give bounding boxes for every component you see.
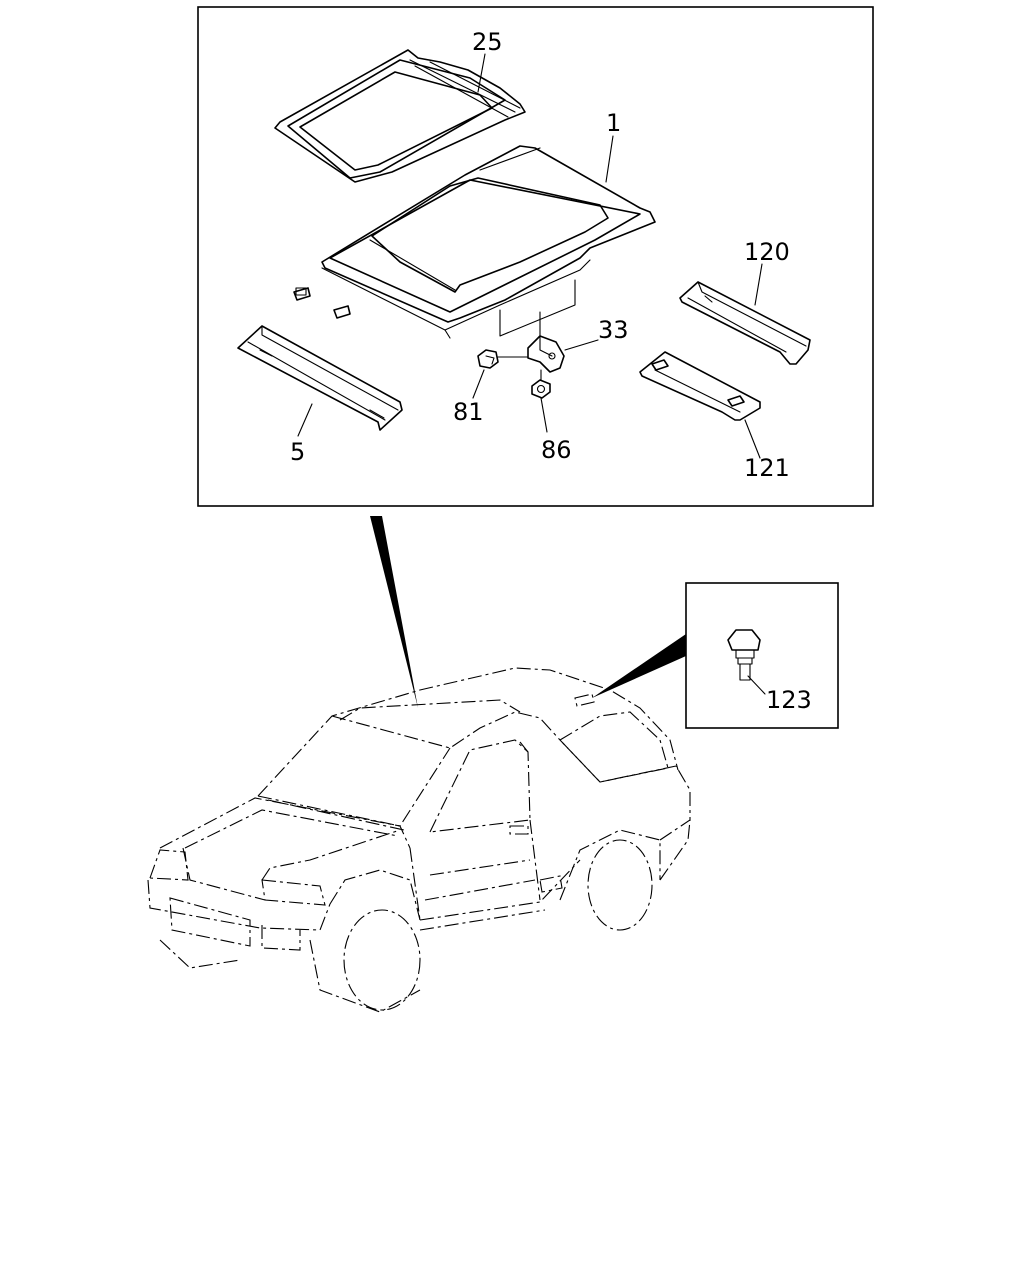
rail-121-part — [639, 351, 761, 421]
rail-120-part — [679, 281, 811, 365]
leader-lines — [297, 53, 766, 695]
nut-part — [531, 369, 551, 399]
callout-33: 33 — [598, 316, 629, 344]
callout-81: 81 — [453, 398, 484, 426]
roof-panel-part — [321, 145, 656, 339]
sunroof-frame-part — [274, 49, 526, 183]
callout-25: 25 — [472, 28, 503, 56]
bracket-part — [527, 311, 565, 373]
clip-detail-frame — [685, 582, 839, 729]
callout-123: 123 — [766, 686, 812, 714]
callout-1: 1 — [606, 109, 621, 137]
bolt-part — [477, 349, 529, 369]
pointer-wedge-clip — [592, 634, 686, 698]
clip-part — [727, 629, 761, 681]
detail-frame — [197, 6, 874, 507]
callout-86: 86 — [541, 436, 572, 464]
callout-120: 120 — [744, 238, 790, 266]
vehicle-drawing — [147, 667, 691, 1013]
callout-121: 121 — [744, 454, 790, 482]
roof-bow-part — [237, 287, 403, 431]
callout-5: 5 — [290, 438, 305, 466]
pointer-wedge-roof — [370, 516, 418, 708]
